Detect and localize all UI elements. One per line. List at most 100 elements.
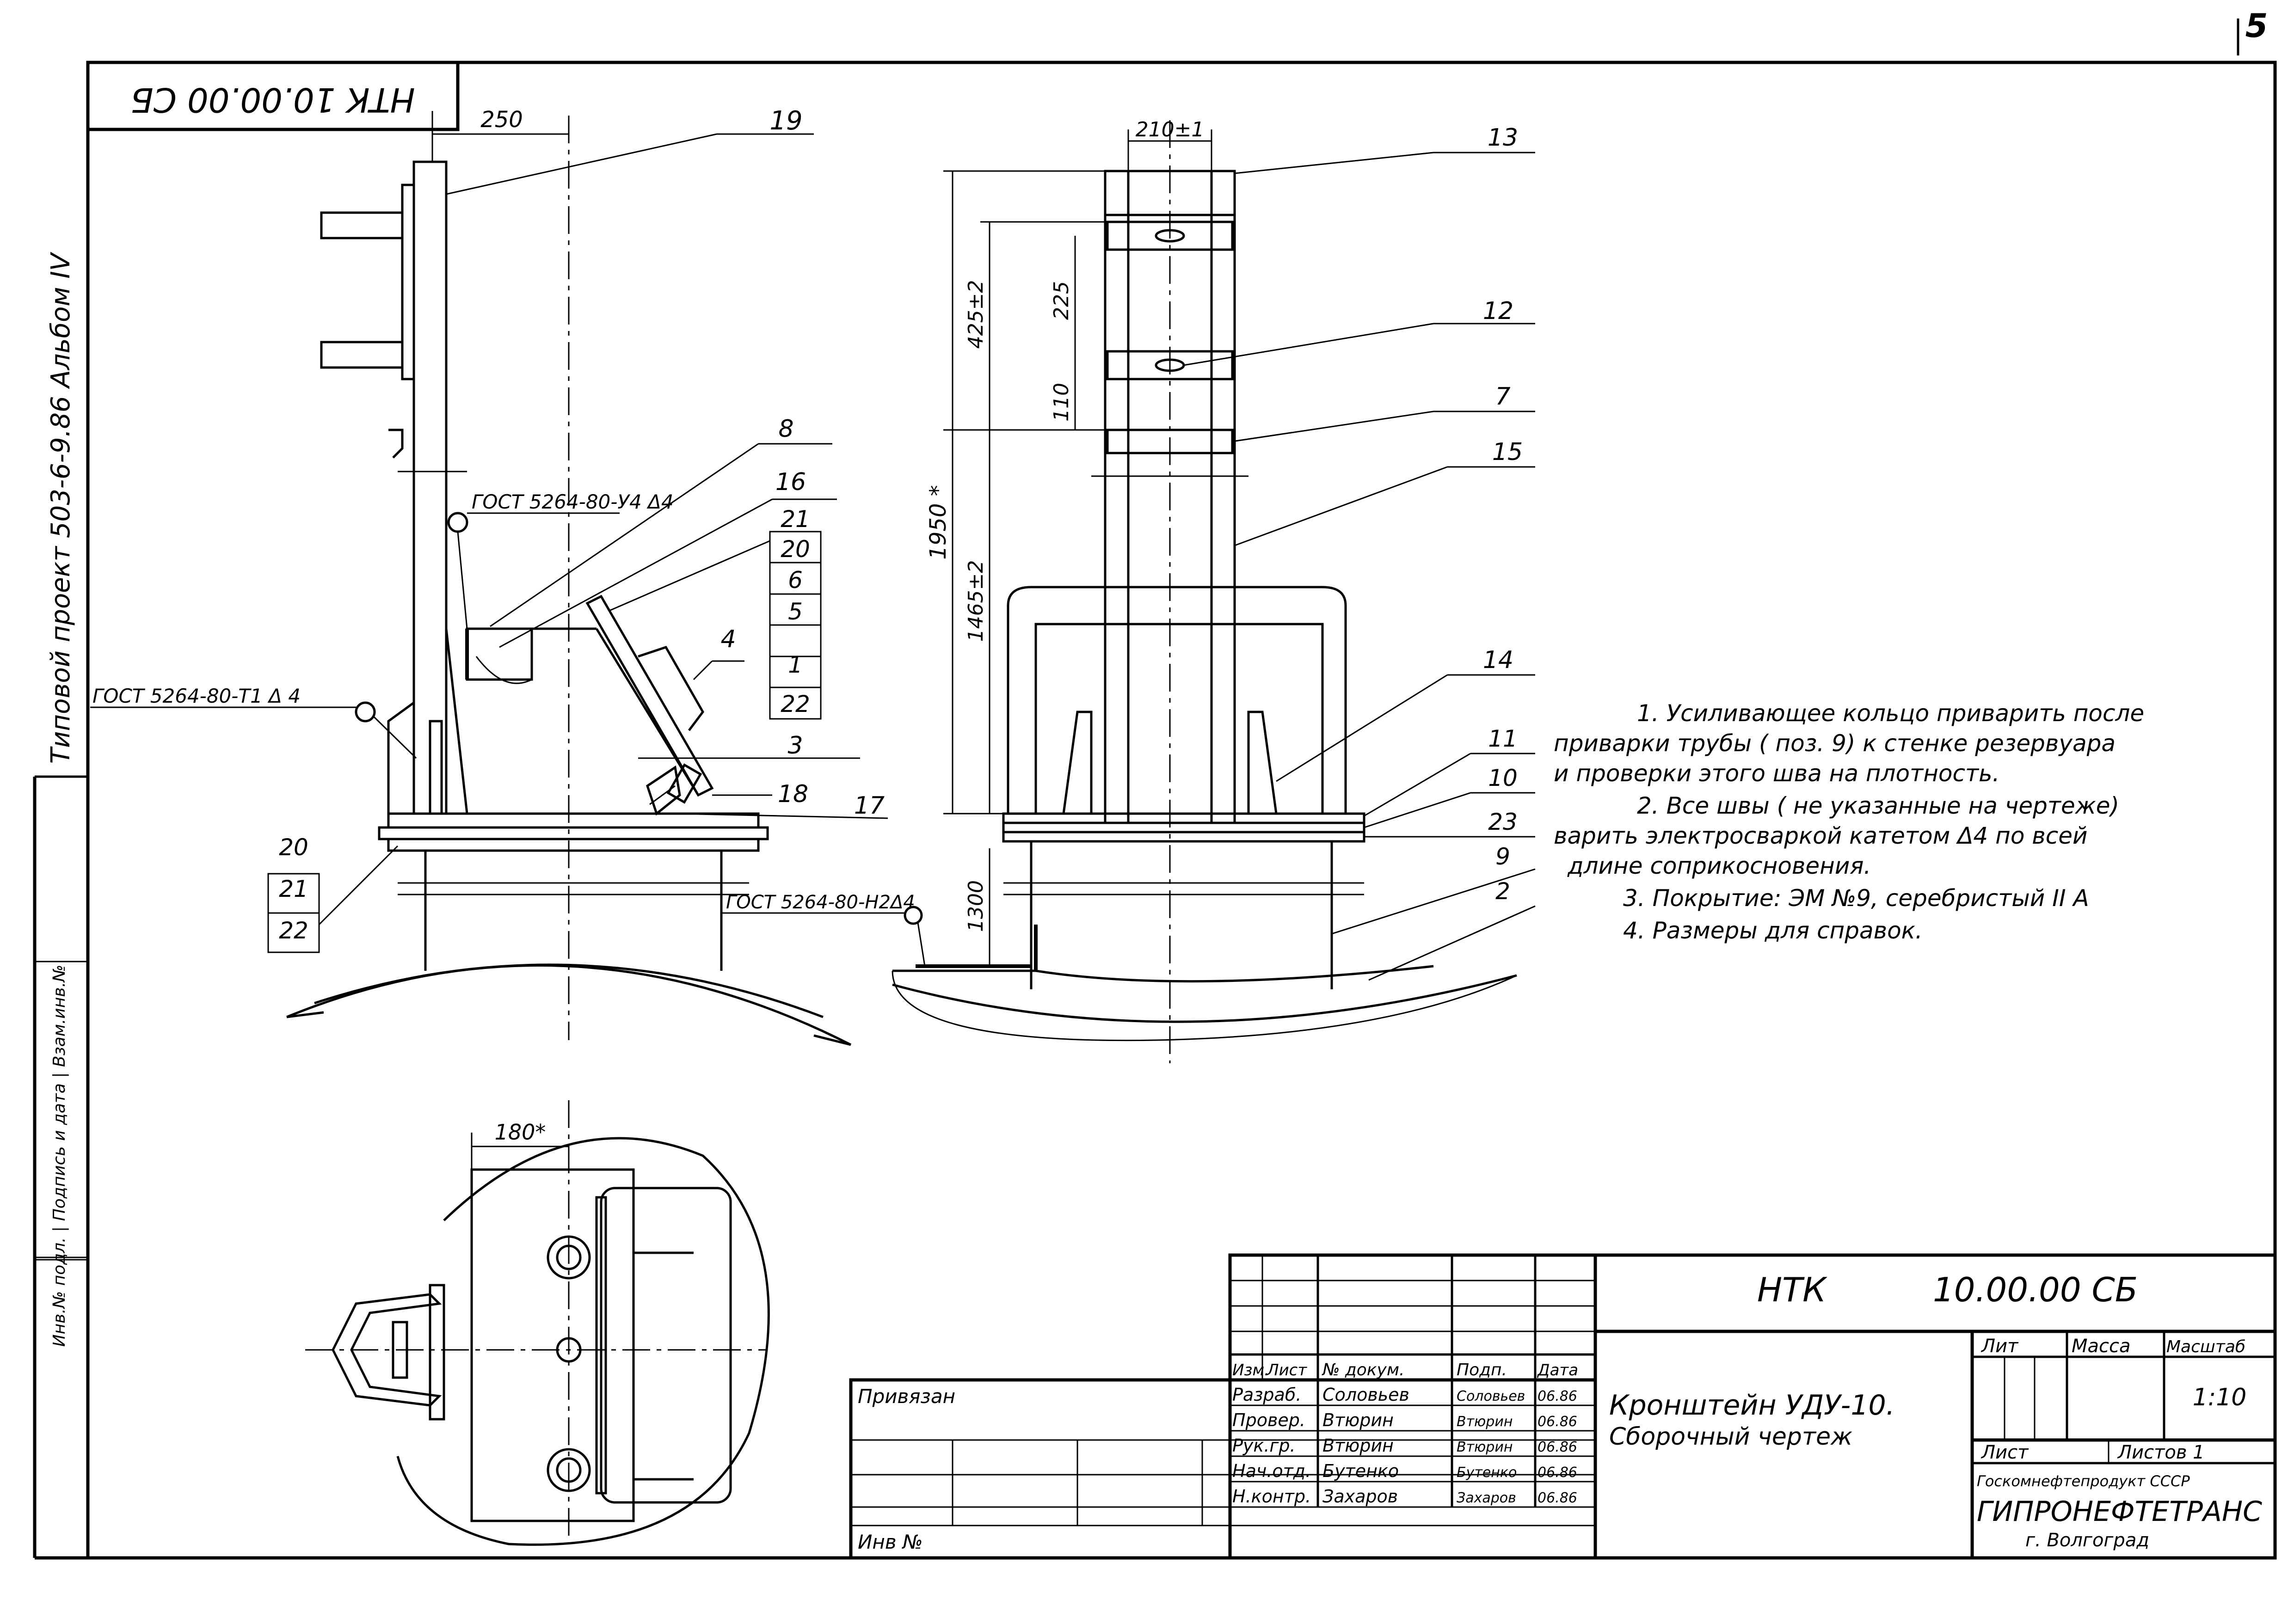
- tank-shell-bottom: [892, 970, 1517, 1042]
- hdr-date: Дата: [1537, 1361, 1578, 1379]
- corner-sheet-number: 5: [2245, 7, 2268, 45]
- weld-note-1: ГОСТ 5264-80-У4 Δ4: [472, 490, 674, 513]
- stack-left-item-1: 20: [279, 834, 308, 861]
- inv-label: Инв №: [858, 1531, 923, 1553]
- callout-7: 7: [1495, 383, 1510, 411]
- tank-shell-front: [892, 974, 1517, 1023]
- plan-lid-edge: [595, 1196, 607, 1495]
- top-stamp-box: [86, 61, 460, 131]
- plan-hole-1-inner: [556, 1244, 582, 1270]
- note-line-3: и проверки этого шва на плотность.: [1554, 760, 1999, 787]
- row4-role: Нач.отд.: [1232, 1461, 1311, 1481]
- weld-arrow-1: [457, 531, 468, 629]
- row3-sign: Втюрин: [1457, 1439, 1513, 1455]
- mass-label: Масса: [2072, 1336, 2131, 1357]
- plate-16: [466, 627, 533, 681]
- tank-ring-2: [892, 965, 1434, 983]
- title-block: Привязан Инв № Изм. Лист № докум. Подп. …: [849, 1253, 2277, 1560]
- title-line-1: Кронштейн УДУ-10.: [1609, 1389, 1895, 1422]
- stack-right-item-6: 22: [781, 691, 810, 717]
- callout-2: 2: [1495, 878, 1510, 905]
- guard-14: [1007, 586, 1347, 815]
- stack-left-item-3: 22: [279, 917, 308, 944]
- callout-18: 18: [778, 780, 808, 808]
- rung-12-upper-hole: [1155, 229, 1185, 243]
- leader-8: [490, 443, 759, 627]
- stack-right-item-3: 6: [788, 567, 803, 594]
- sheets-label: Листов 1: [2117, 1442, 2205, 1463]
- rung-12-upper: [1106, 221, 1234, 251]
- technical-notes: 1. Усиливающее кольцо приварить после пр…: [1554, 700, 2144, 944]
- row1-date: 06.86: [1538, 1388, 1577, 1404]
- gusset-line: [445, 628, 468, 814]
- leader-14: [1276, 674, 1448, 782]
- note-line-8: 4. Размеры для справок.: [1623, 917, 1923, 944]
- dim-210: 210±1: [1136, 118, 1205, 141]
- hdr-sign: Подп.: [1457, 1360, 1507, 1379]
- plan-hole-2: [556, 1337, 582, 1363]
- plate-16-arc: [475, 656, 532, 684]
- row5-name: Захаров: [1322, 1486, 1398, 1507]
- leader-2: [1368, 905, 1536, 981]
- note-line-2: приварки трубы ( поз. 9) к стенке резерв…: [1554, 730, 2116, 757]
- plan-hole-3-inner: [556, 1457, 582, 1483]
- note-line-4: 2. Все швы ( не указанные на чертеже): [1637, 792, 2119, 819]
- leader-stack-left: [318, 845, 399, 925]
- row2-name: Втюрин: [1322, 1410, 1394, 1430]
- row4-name: Бутенко: [1322, 1461, 1399, 1481]
- base-plate-top: [387, 812, 760, 829]
- stack-right-item-2: 20: [781, 536, 810, 563]
- rung-12-lower: [1106, 350, 1234, 380]
- dim-1465: 1465±2: [964, 560, 988, 642]
- callout-3: 3: [787, 732, 803, 760]
- row3-name: Втюрин: [1322, 1435, 1394, 1456]
- weld-note-3: ГОСТ 5264-80-Н2Δ4: [726, 892, 915, 913]
- leader-16: [499, 498, 773, 648]
- dim-225: 225: [1050, 281, 1073, 320]
- hdr-izm: Изм.: [1232, 1361, 1269, 1379]
- plate-23: [1002, 831, 1365, 843]
- leader-4a: [693, 660, 713, 680]
- dim-250: 250: [480, 107, 523, 133]
- callout-13: 13: [1488, 124, 1518, 152]
- row4-date: 06.86: [1538, 1465, 1577, 1481]
- row2-date: 06.86: [1538, 1414, 1577, 1430]
- plan-hinge: [429, 1284, 445, 1421]
- doc-code-right: 10.00.00 СБ: [1933, 1270, 2138, 1309]
- callout-14: 14: [1483, 646, 1513, 674]
- note-line-7: 3. Покрытие: ЭМ №9, серебристый II А: [1623, 885, 2089, 912]
- weld-circle-2: [355, 701, 376, 723]
- dim-425: 425±2: [964, 280, 988, 349]
- row1-name: Соловьев: [1322, 1385, 1409, 1405]
- hdr-doc: № докум.: [1322, 1360, 1404, 1379]
- tank-shell-ends: [286, 1011, 851, 1046]
- sheet-label: Лист: [1980, 1442, 2029, 1463]
- leader-7: [1232, 411, 1434, 442]
- project-side-label: Типовой проект 503-6-9.86 Альбом IV: [46, 251, 76, 764]
- stack-left-item-2: 21: [279, 876, 308, 902]
- row3-date: 06.86: [1538, 1439, 1577, 1455]
- row5-role: Н.контр.: [1232, 1486, 1311, 1507]
- callout-12: 12: [1483, 297, 1513, 325]
- base-plate-mid: [378, 826, 769, 840]
- leader-13: [1234, 152, 1434, 174]
- org-line-2: ГИПРОНЕФТЕТРАНС: [1977, 1495, 2262, 1528]
- post: [412, 160, 448, 815]
- leader-12: [1183, 323, 1434, 366]
- plan-hole-3: [547, 1448, 591, 1492]
- plate-10: [1002, 821, 1365, 833]
- callout-4: 4: [720, 625, 736, 653]
- dim-1950: 1950 *: [925, 485, 951, 559]
- callout-19: 19: [769, 106, 802, 136]
- plan-plate: [470, 1168, 635, 1522]
- note-line-1: 1. Усиливающее кольцо приварить после: [1637, 700, 2144, 727]
- hook: [388, 429, 404, 459]
- weld-note-2: ГОСТ 5264-80-Т1 Δ 4: [92, 685, 301, 707]
- lid-bar: [585, 594, 714, 797]
- leader-stack: [610, 540, 770, 611]
- leader-11: [1364, 753, 1471, 817]
- row5-date: 06.86: [1538, 1490, 1577, 1506]
- leader-9: [1331, 868, 1536, 935]
